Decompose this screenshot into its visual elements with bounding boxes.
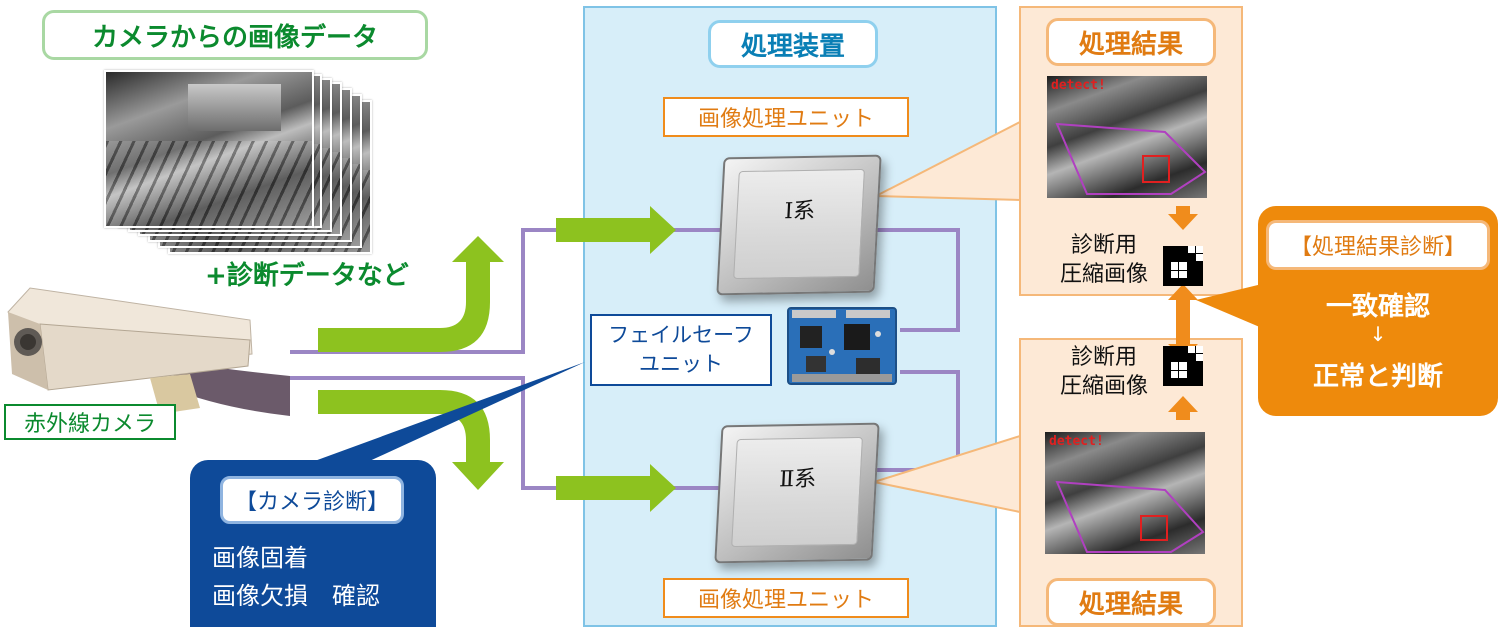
compressed-image-label-bottom: 診断用 圧縮画像 [1052,344,1156,401]
camera-diagnosis-callout: 【カメラ診断】 画像固着 画像欠損 確認 [190,460,436,627]
camera-diagnosis-line2: 画像欠損 確認 [212,582,380,610]
ir-camera-label: 赤外線カメラ [4,404,176,440]
detect-text-top: detect! [1051,78,1106,93]
result-label-top: 処理結果 [1046,18,1216,66]
compressed-bottom-line2: 圧縮画像 [1059,373,1148,399]
result-label-bottom: 処理結果 [1046,578,1216,626]
image-unit-label-top: 画像処理ユニット [663,97,909,137]
processing-device-label: 処理装置 [708,20,878,68]
compressed-bottom-line1: 診断用 [1070,345,1137,370]
chip-system-ii-label: Ⅱ系 [731,436,863,548]
camera-diagnosis-line1: 画像固着 [212,544,308,572]
chip-system-ii: Ⅱ系 [714,422,880,564]
compressed-top-line1: 診断用 [1070,233,1137,258]
result-diagnosis-callout: 【処理結果診断】 一致確認 ↓ 正常と判断 [1258,206,1498,416]
chip-system-i: I系 [716,154,882,296]
result-diagnosis-title: 【処理結果診断】 [1266,220,1490,270]
detection-overlay-top [1055,122,1207,195]
detect-text-bottom: detect! [1049,434,1104,449]
result-image-top: detect! [1047,76,1207,198]
failsafe-line1: フェイルセーフ [608,322,754,347]
diagnostic-data-label: +診断データなど [205,261,409,291]
compressed-image-bottom [1163,346,1203,386]
failsafe-board-image [787,307,897,385]
failsafe-unit-label: フェイルセーフ ユニット [590,314,772,386]
camera-frame [104,70,314,228]
camera-data-label: カメラからの画像データ [42,10,428,60]
result-image-bottom: detect! [1045,432,1205,554]
compressed-image-top [1163,246,1203,286]
result-diagnosis-arrow: ↓ [1369,322,1387,346]
image-unit-label-bottom: 画像処理ユニット [663,578,909,618]
compressed-image-label-top: 診断用 圧縮画像 [1052,232,1156,289]
camera-diagnosis-title: 【カメラ診断】 [220,476,404,524]
result-diagnosis-line2: 正常と判断 [1312,362,1443,392]
failsafe-line2: ユニット [639,352,723,376]
compressed-top-line2: 圧縮画像 [1059,261,1148,287]
result-diagnosis-line1: 一致確認 [1325,292,1430,322]
detection-overlay-bottom [1055,480,1205,553]
ir-camera-image [7,287,290,416]
chip-system-i-label: I系 [733,168,865,280]
